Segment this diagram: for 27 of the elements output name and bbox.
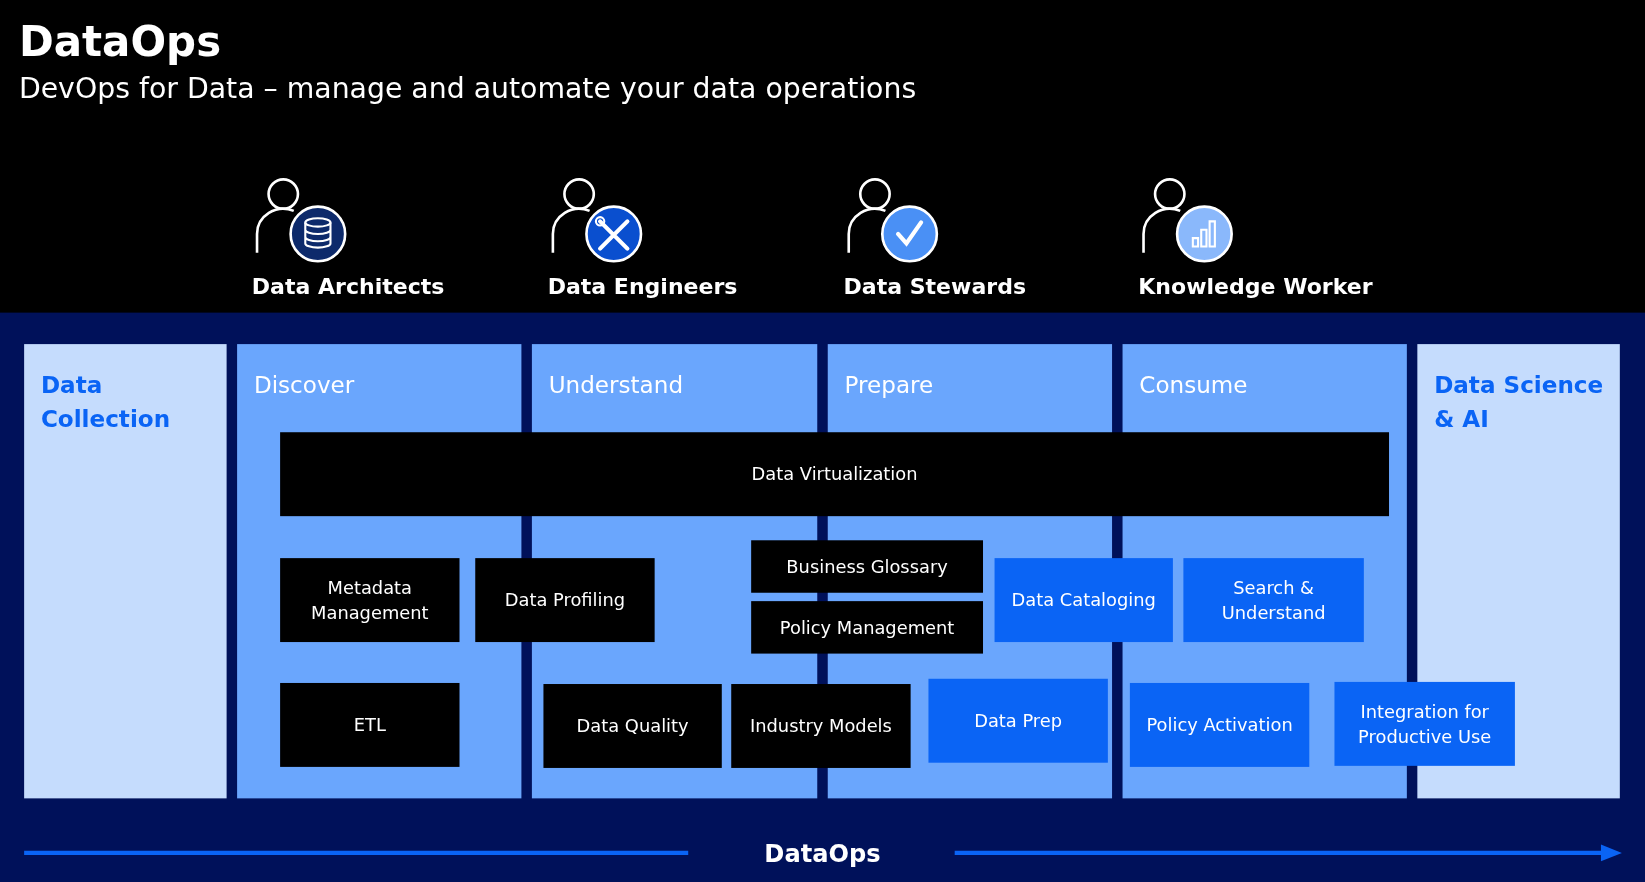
capability-box: ETL [280,682,460,767]
column-title: Prepare [844,371,934,401]
arrow-label: DataOps [763,839,882,870]
role-label: Data Architects [251,273,445,299]
capability-box: Industry Models [731,684,911,768]
capability-box: Data Profiling [475,558,655,643]
column-title: Understand [548,371,684,401]
role-label: Data Engineers [547,273,738,299]
capability-box: Data Prep [928,678,1108,763]
column-title: Discover [253,371,355,401]
capability-box: Data Virtualization [280,432,1389,517]
capability-box: Data Quality [543,684,722,768]
capability-box: Integration for Productive Use [1334,681,1515,766]
capability-box: Policy Management [751,601,983,654]
capability-box: Business Glossary [751,540,983,593]
column-title: Data Collection [40,371,172,435]
capability-box: Metadata Management [280,558,460,643]
subtitle: DevOps for Data – manage and automate your data operations [18,70,917,106]
stage-column [24,344,227,799]
role-label: Knowledge Worker [1138,273,1373,299]
page-title: DataOps [18,15,222,68]
capability-box: Search & Understand [1183,558,1364,643]
role-label: Data Stewards [843,273,1027,299]
capability-box: Policy Activation [1129,682,1310,767]
column-title: Data Science & AI [1434,371,1605,435]
column-title: Consume [1139,371,1248,401]
capability-box: Data Cataloging [994,558,1173,643]
